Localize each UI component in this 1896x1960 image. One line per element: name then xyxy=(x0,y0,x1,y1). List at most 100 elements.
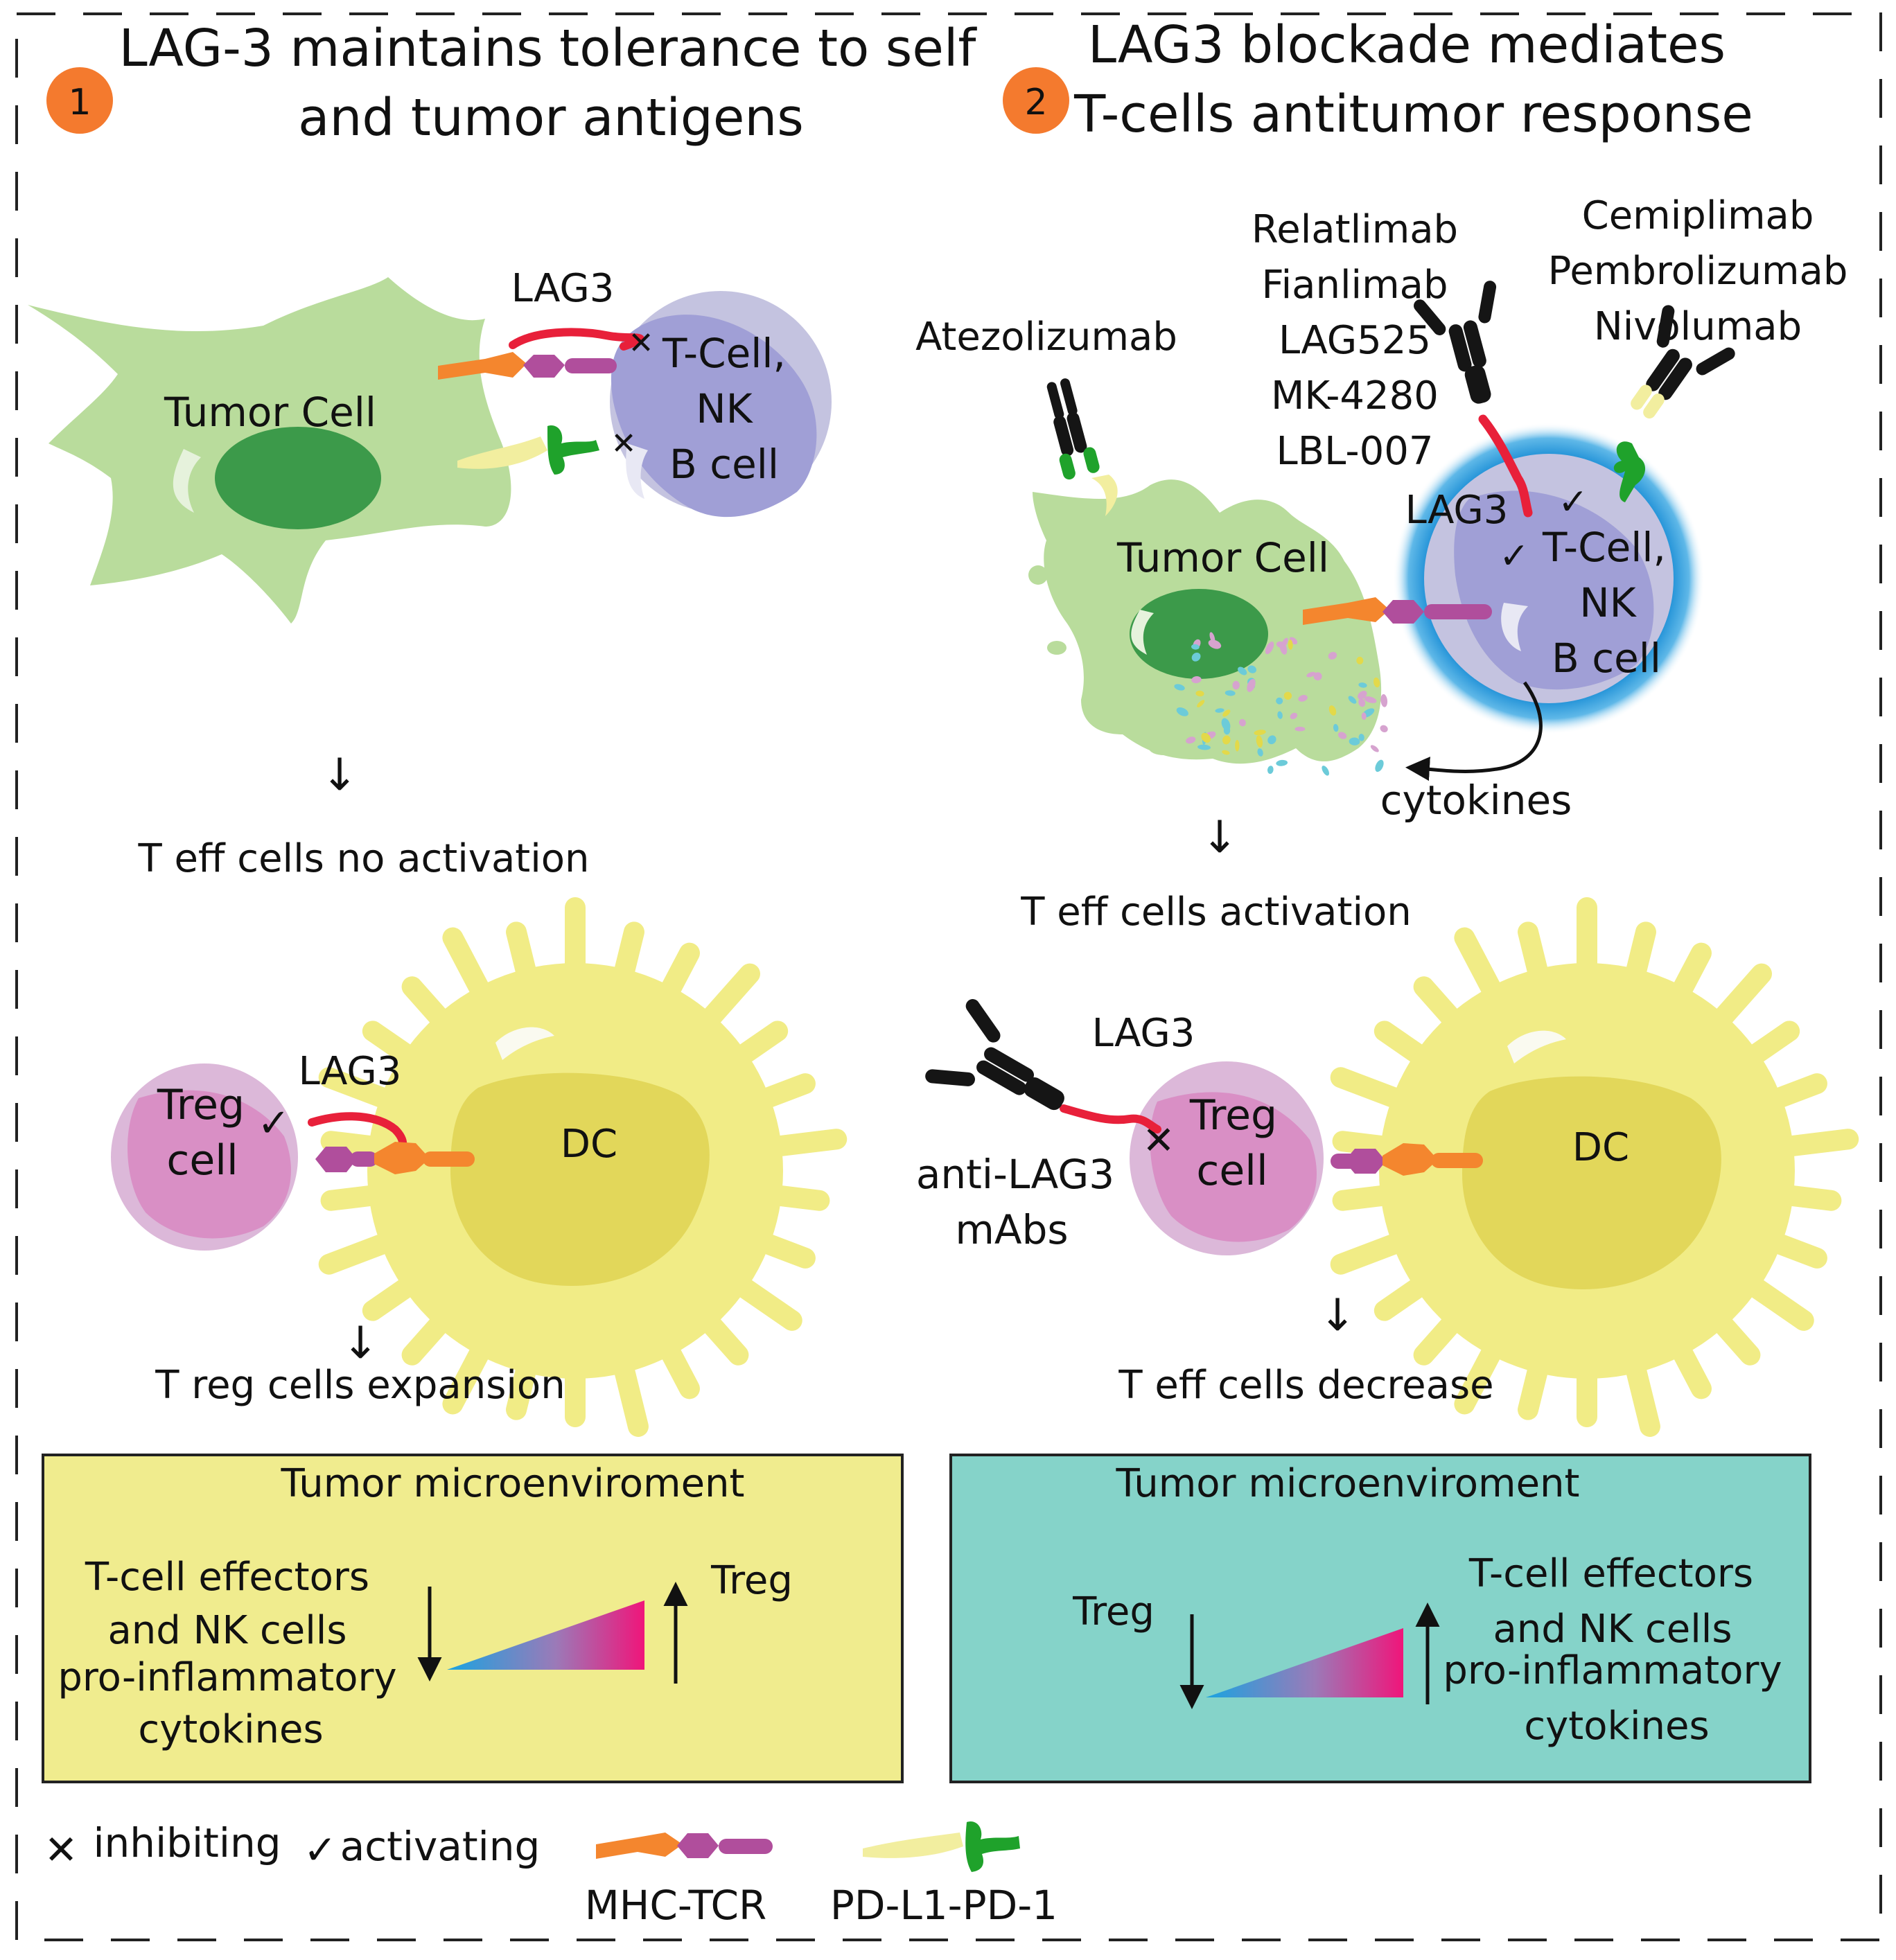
panel-2-immune-line2: NK xyxy=(1579,579,1637,626)
panel-1-treg-line2: cell xyxy=(166,1136,238,1185)
panel-2-antibody-line1: anti-LAG3 xyxy=(916,1151,1114,1198)
inhibit-mark-lag3: ✕ xyxy=(629,326,654,361)
mhc-molecule-treg2 xyxy=(1382,1143,1438,1176)
lag3-drug-1: Relatlimab xyxy=(1252,207,1458,252)
cytokine-dot xyxy=(1358,690,1367,700)
cytokine-dot xyxy=(1222,750,1230,755)
cytokine-dot xyxy=(1176,707,1188,716)
panel-2-title-line1: LAG3 blockade mediates xyxy=(1088,15,1726,75)
mhc-molecule-2 xyxy=(1303,597,1389,625)
cytokine-dot xyxy=(1276,759,1288,766)
cytokine-dot xyxy=(1208,639,1222,649)
activate-mark-immune-1: ✓ xyxy=(1499,536,1529,577)
panel-2-number: 2 xyxy=(1024,82,1047,123)
cytokine-dot xyxy=(1364,696,1377,703)
panel-2-badge xyxy=(1003,67,1069,134)
panel-2-gradient-wedge xyxy=(1206,1628,1403,1697)
panel-1-badge xyxy=(46,67,113,134)
cytokine-dot xyxy=(1235,740,1240,752)
cytokine-dot xyxy=(1247,678,1256,692)
legend-mhc-icon xyxy=(596,1833,683,1859)
cytokine-dot xyxy=(1197,700,1205,707)
cytokine-dot xyxy=(1298,695,1308,702)
panel-1-box-left-line1: T-cell effectors xyxy=(85,1555,369,1600)
cytokine-dot xyxy=(1209,632,1215,644)
tumor-fragment xyxy=(1028,565,1048,585)
cytokine-dot xyxy=(1238,718,1246,727)
cytokine-dot xyxy=(1256,735,1263,748)
cytokine-dot xyxy=(1257,748,1263,757)
mhc-stem-dc xyxy=(423,1151,475,1167)
cytokine-dot xyxy=(1358,698,1366,707)
panel-1-box-left-line2: and NK cells xyxy=(107,1608,346,1653)
panel-2-dc-label: DC xyxy=(1572,1125,1629,1170)
panel-2-box-right-line1: T-cell effectors xyxy=(1468,1551,1753,1596)
panel-2-tumor-label: Tumor Cell xyxy=(1116,534,1329,581)
panel-2-lag3-bottom: LAG3 xyxy=(1092,1011,1195,1056)
panel-1-gradient-wedge xyxy=(447,1600,644,1670)
legend-inhibit-icon: ✕ xyxy=(44,1826,78,1873)
panel-1-number: 1 xyxy=(68,82,91,123)
cytokine-dot xyxy=(1191,644,1200,650)
cytokine-dot xyxy=(1267,766,1274,774)
legend-tcr-hexagon xyxy=(677,1833,719,1858)
pd1-drug-1: Cemiplimab xyxy=(1582,193,1814,238)
panel-2-box-right-line3: pro-inflammatory xyxy=(1443,1648,1782,1693)
lag3-receptor xyxy=(509,328,644,351)
pd1-drug-3: Nivolumab xyxy=(1594,304,1802,349)
panel-1-lag3-label: LAG3 xyxy=(511,266,615,311)
panel-1-lag3-bottom: LAG3 xyxy=(299,1049,402,1094)
legend-pdl1-icon xyxy=(863,1833,963,1858)
panel-2-down-arrow-2: ↓ xyxy=(1319,1290,1356,1341)
antibody-pdl1 xyxy=(1046,378,1100,480)
cytokine-dot xyxy=(1294,726,1306,732)
antibody-pd1 xyxy=(1631,305,1735,419)
cytokine-dot xyxy=(1306,671,1316,678)
cytokine-dot xyxy=(1290,712,1298,720)
tumor-nucleus xyxy=(215,427,381,529)
legend-activating: activating xyxy=(340,1823,541,1870)
panel-2: 2 LAG3 blockade mediates T-cells antitum… xyxy=(915,15,1859,1783)
panel-1-immune-line3: B cell xyxy=(669,441,779,488)
pd1-molecule-2 xyxy=(1613,441,1646,502)
tumor-highlight xyxy=(173,449,201,513)
panel-1-treg-line1: Treg xyxy=(157,1081,245,1129)
cytokine-dot xyxy=(1375,759,1384,772)
lag3-drug-5: LBL-007 xyxy=(1276,429,1434,474)
cytokine-dot xyxy=(1221,718,1231,731)
treg-nucleus-2 xyxy=(1150,1092,1317,1242)
cytokine-dot xyxy=(1356,656,1364,664)
cytokine-dot xyxy=(1358,682,1367,688)
activate-mark-treg: ✓ xyxy=(258,1101,290,1146)
tumor-highlight-2 xyxy=(1131,610,1154,655)
panel-2-treg-line2: cell xyxy=(1196,1147,1267,1195)
inhibit-mark-pd1: ✕ xyxy=(611,426,637,461)
panel-2-outcome-bottom: T eff cells decrease xyxy=(1118,1363,1493,1408)
cytokine-dot xyxy=(1322,766,1329,776)
cytokine-dot xyxy=(1380,694,1388,707)
panel-1-down-arrow-1: ↓ xyxy=(321,750,358,801)
cytokine-dot xyxy=(1224,690,1236,696)
cytokine-dot xyxy=(1333,723,1339,732)
panel-1-outcome-top: T eff cells no activation xyxy=(137,836,589,881)
panel-2-lag3-label: LAG3 xyxy=(1405,488,1509,533)
mhc-molecule-dc xyxy=(374,1142,430,1174)
cytokine-dot xyxy=(1349,737,1360,745)
dashed-frame xyxy=(15,12,1882,1941)
antibody-lag3 xyxy=(1414,281,1497,404)
panel-2-title-line2: T-cells antitumor response xyxy=(1073,85,1753,144)
antibody-anti-lag3 xyxy=(925,999,1064,1111)
panel-2-outcome-top: T eff cells activation xyxy=(1020,890,1412,935)
cytokine-dot xyxy=(1174,684,1185,691)
panel-1-tumor-label: Tumor Cell xyxy=(164,389,376,436)
cytokine-dot xyxy=(1277,711,1283,719)
cytokine-dot xyxy=(1358,734,1364,741)
immune-highlight-2 xyxy=(1501,603,1528,651)
lag3-drug-3: LAG525 xyxy=(1279,318,1431,363)
lag3-receptor-treg xyxy=(1060,1104,1161,1133)
tcr-stem-2 xyxy=(1424,604,1492,619)
panel-1-immune-line1: T-Cell, xyxy=(662,330,786,377)
legend: ✕ inhibiting ✓ activating MHC-TCR PD-L1-… xyxy=(44,1819,1057,1929)
